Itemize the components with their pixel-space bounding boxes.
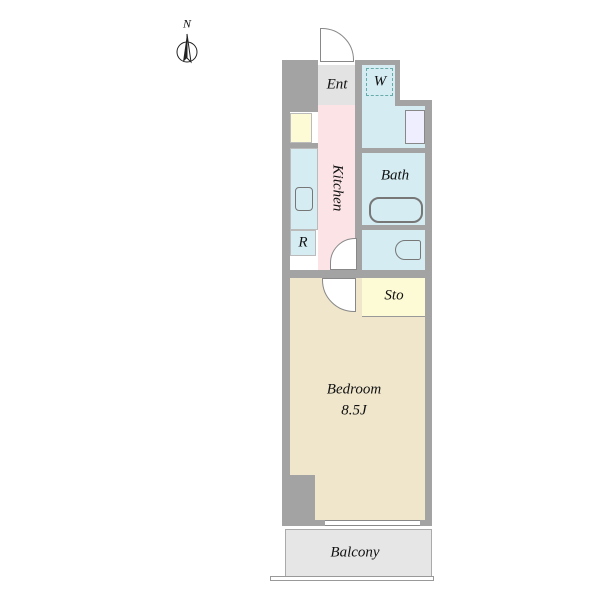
entrance-door[interactable]	[320, 28, 354, 62]
wall	[282, 143, 318, 148]
entrance-label: Ent	[326, 76, 348, 93]
balcony-railing	[270, 576, 434, 581]
bath: Bath	[362, 153, 425, 225]
storage: Sto	[362, 278, 425, 317]
bath-label: Bath	[380, 167, 410, 184]
wall	[355, 148, 432, 153]
wall	[355, 225, 432, 230]
bedroom-size-label: 8.5J	[341, 402, 367, 419]
toilet-icon	[395, 240, 421, 260]
wall	[282, 475, 315, 525]
wall	[425, 100, 432, 525]
entrance: Ent	[318, 65, 355, 105]
bedroom-label: Bedroom	[326, 381, 382, 398]
wall	[355, 270, 432, 278]
washbasin-icon	[405, 110, 425, 144]
wall	[282, 60, 290, 525]
north-arrow-icon	[176, 33, 198, 64]
toilet-room	[362, 230, 425, 270]
washer-space: W	[366, 68, 393, 96]
refrigerator: R	[290, 230, 316, 256]
kitchen-counter	[290, 148, 318, 230]
wall	[355, 60, 400, 65]
wall	[395, 60, 400, 105]
bathtub-icon	[369, 197, 423, 223]
compass-north-label: N	[182, 16, 192, 31]
window	[325, 520, 420, 526]
shoe-cabinet	[290, 113, 312, 143]
shelf	[290, 259, 310, 269]
kitchen-label: Kitchen	[329, 164, 346, 212]
washer-label: W	[373, 73, 387, 90]
compass: N	[172, 16, 202, 70]
balcony: Balcony	[285, 529, 432, 577]
wall	[282, 270, 360, 278]
wall	[395, 100, 432, 106]
balcony-label: Balcony	[330, 544, 380, 561]
sink-icon	[295, 187, 313, 211]
wall	[355, 60, 362, 278]
storage-label: Sto	[384, 287, 404, 304]
refrigerator-label: R	[298, 234, 308, 251]
